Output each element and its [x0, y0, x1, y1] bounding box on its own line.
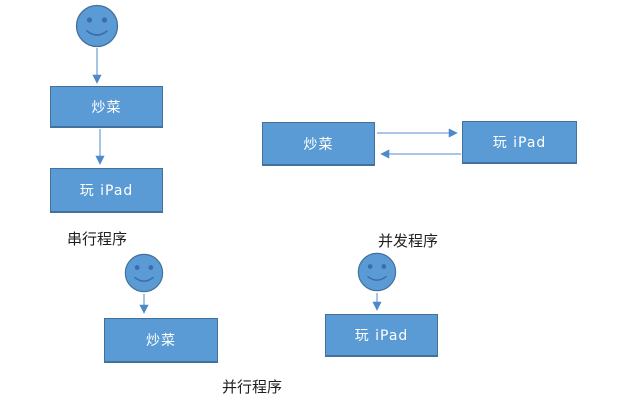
- section-label-concurrent: 并发程序: [378, 232, 439, 250]
- smiley-face-icon: [357, 252, 397, 292]
- serial-task-box-cooking: 炒菜: [50, 86, 163, 128]
- section-label-serial: 串行程序: [67, 230, 128, 248]
- serial-task-box-ipad: 玩 iPad: [50, 168, 163, 213]
- section-label-parallel: 并行程序: [222, 378, 283, 396]
- parallel-task-box-ipad: 玩 iPad: [325, 314, 438, 357]
- smiley-face-icon: [124, 253, 164, 293]
- concurrent-task-box-cooking: 炒菜: [262, 122, 375, 166]
- concurrent-task-box-ipad: 玩 iPad: [462, 121, 577, 164]
- parallel-task-box-cooking: 炒菜: [104, 318, 218, 363]
- smiley-face-icon: [75, 4, 119, 48]
